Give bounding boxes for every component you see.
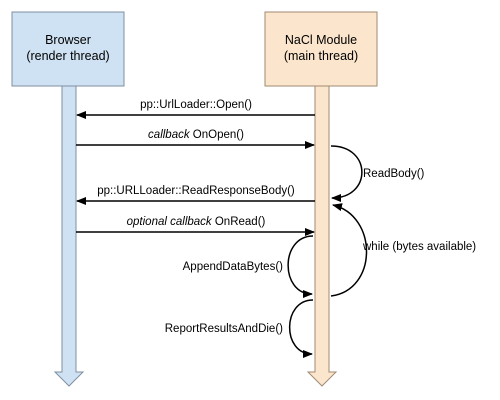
nacl-title: NaCl Module (285, 33, 357, 47)
on-open-label: callback OnOpen() (148, 129, 244, 141)
browser-title: Browser (45, 33, 91, 47)
while-loop (330, 203, 368, 297)
read-body-loop (330, 145, 363, 202)
browser-subtitle: (render thread) (26, 49, 109, 63)
report-label: ReportResultsAndDie() (165, 323, 283, 335)
read-body-label: ReadBody() (363, 168, 425, 180)
on-read-label: optional callback OnRead() (127, 216, 266, 228)
browser-participant: Browser (render thread) (11, 11, 125, 87)
append-loop (287, 235, 314, 298)
on-read-label-italic: optional callback (127, 216, 213, 228)
append-label: AppendDataBytes() (183, 261, 284, 273)
open-label: pp::UrlLoader::Open() (140, 99, 252, 111)
report-loop (289, 299, 314, 358)
on-open-label-italic: callback (148, 129, 191, 141)
nacl-box (264, 11, 378, 87)
read-response-label: pp::URLLoader::ReadResponseBody() (97, 185, 295, 197)
nacl-lifeline (306, 85, 338, 387)
on-open-label-text: OnOpen() (190, 129, 244, 141)
browser-box (11, 11, 125, 87)
on-read-label-text: OnRead() (212, 216, 266, 228)
while-label: while (bytes available) (362, 241, 476, 253)
nacl-participant: NaCl Module (main thread) (264, 11, 378, 87)
nacl-subtitle: (main thread) (284, 49, 358, 63)
browser-lifeline (53, 85, 85, 387)
